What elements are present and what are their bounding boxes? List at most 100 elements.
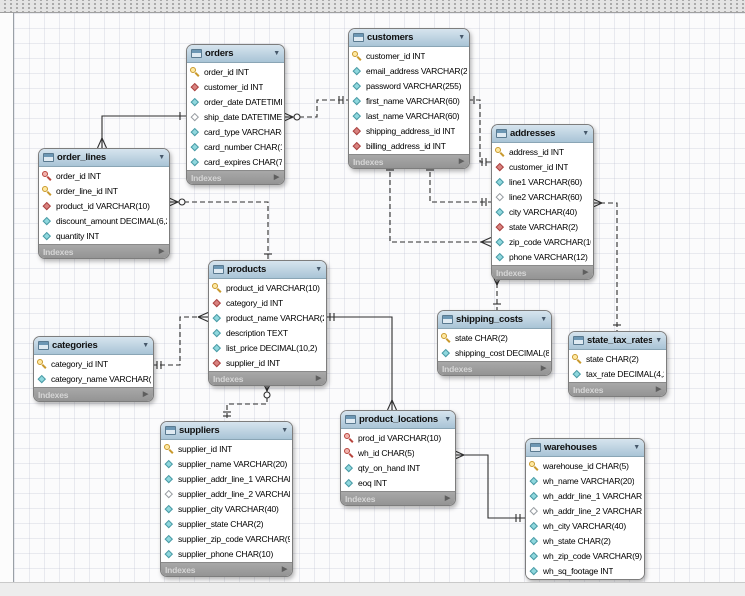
indexes-footer[interactable]: Indexes▶ xyxy=(492,265,593,279)
column-row[interactable]: password VARCHAR(255) xyxy=(349,78,469,93)
column-row[interactable]: ship_date DATETIME xyxy=(187,109,284,124)
indexes-expand-icon[interactable]: ▶ xyxy=(315,375,321,382)
table-shipping_costs[interactable]: shipping_costs▼state CHAR(2)shipping_cos… xyxy=(437,310,552,376)
table-warehouses[interactable]: warehouses▼warehouse_id CHAR(5)wh_name V… xyxy=(525,438,645,580)
indexes-expand-icon[interactable]: ▶ xyxy=(142,391,148,398)
collapse-arrow-icon[interactable]: ▼ xyxy=(158,154,165,161)
column-row[interactable]: wh_name VARCHAR(20) xyxy=(526,473,644,488)
column-row[interactable]: tax_rate DECIMAL(4,2) xyxy=(569,366,666,381)
column-row[interactable]: supplier_id INT xyxy=(209,355,326,370)
collapse-arrow-icon[interactable]: ▼ xyxy=(458,34,465,41)
column-row[interactable]: order_id INT xyxy=(39,168,169,183)
column-row[interactable]: line2 VARCHAR(60) xyxy=(492,189,593,204)
indexes-footer[interactable]: Indexes▶ xyxy=(187,170,284,184)
column-row[interactable]: warehouse_id CHAR(5) xyxy=(526,458,644,473)
column-row[interactable]: wh_state CHAR(2) xyxy=(526,533,644,548)
column-row[interactable]: discount_amount DECIMAL(6,2) xyxy=(39,213,169,228)
collapse-arrow-icon[interactable]: ▼ xyxy=(142,342,149,349)
table-header[interactable]: categories▼ xyxy=(34,337,153,355)
indexes-expand-icon[interactable]: ▶ xyxy=(273,174,279,181)
indexes-footer[interactable]: Indexes▶ xyxy=(209,371,326,385)
column-row[interactable]: zip_code VARCHAR(10) xyxy=(492,234,593,249)
collapse-arrow-icon[interactable]: ▼ xyxy=(273,50,280,57)
column-row[interactable]: customer_id INT xyxy=(492,159,593,174)
column-row[interactable]: customer_id INT xyxy=(349,48,469,63)
column-row[interactable]: billing_address_id INT xyxy=(349,138,469,153)
column-row[interactable]: supplier_state CHAR(2) xyxy=(161,516,292,531)
column-row[interactable]: supplier_zip_code VARCHAR(9) xyxy=(161,531,292,546)
column-row[interactable]: supplier_name VARCHAR(20) xyxy=(161,456,292,471)
column-row[interactable]: card_type VARCHAR(50) xyxy=(187,124,284,139)
indexes-expand-icon[interactable]: ▶ xyxy=(582,269,588,276)
column-row[interactable]: category_id INT xyxy=(34,356,153,371)
column-row[interactable]: state CHAR(2) xyxy=(438,330,551,345)
table-header[interactable]: suppliers▼ xyxy=(161,422,292,440)
collapse-arrow-icon[interactable]: ▼ xyxy=(444,416,451,423)
column-row[interactable]: wh_zip_code VARCHAR(9) xyxy=(526,548,644,563)
table-header[interactable]: state_tax_rates▼ xyxy=(569,332,666,350)
indexes-expand-icon[interactable]: ▶ xyxy=(444,495,450,502)
column-row[interactable]: state CHAR(2) xyxy=(569,351,666,366)
collapse-arrow-icon[interactable]: ▼ xyxy=(540,316,547,323)
column-row[interactable]: card_expires CHAR(7) xyxy=(187,154,284,169)
column-row[interactable]: category_id INT xyxy=(209,295,326,310)
indexes-footer[interactable]: Indexes▶ xyxy=(39,244,169,258)
indexes-footer[interactable]: Indexes▶ xyxy=(349,154,469,168)
column-row[interactable]: supplier_city VARCHAR(40) xyxy=(161,501,292,516)
indexes-footer[interactable]: Indexes▶ xyxy=(569,382,666,396)
table-header[interactable]: shipping_costs▼ xyxy=(438,311,551,329)
column-row[interactable]: eoq INT xyxy=(341,475,455,490)
column-row[interactable]: wh_addr_line_2 VARCHAR(60) xyxy=(526,503,644,518)
column-row[interactable]: wh_addr_line_1 VARCHAR(60) xyxy=(526,488,644,503)
column-row[interactable]: wh_id CHAR(5) xyxy=(341,445,455,460)
indexes-footer[interactable]: Indexes▶ xyxy=(161,562,292,576)
collapse-arrow-icon[interactable]: ▼ xyxy=(315,266,322,273)
table-header[interactable]: order_lines▼ xyxy=(39,149,169,167)
column-row[interactable]: prod_id VARCHAR(10) xyxy=(341,430,455,445)
column-row[interactable]: line1 VARCHAR(60) xyxy=(492,174,593,189)
table-header[interactable]: warehouses▼ xyxy=(526,439,644,457)
column-row[interactable]: description TEXT xyxy=(209,325,326,340)
column-row[interactable]: qty_on_hand INT xyxy=(341,460,455,475)
indexes-expand-icon[interactable]: ▶ xyxy=(281,566,287,573)
collapse-arrow-icon[interactable]: ▼ xyxy=(655,337,662,344)
table-header[interactable]: addresses▼ xyxy=(492,125,593,143)
column-row[interactable]: shipping_cost DECIMAL(8,2) xyxy=(438,345,551,360)
column-row[interactable]: address_id INT xyxy=(492,144,593,159)
column-row[interactable]: card_number CHAR(16) xyxy=(187,139,284,154)
column-row[interactable]: order_date DATETIME xyxy=(187,94,284,109)
indexes-expand-icon[interactable]: ▶ xyxy=(540,365,546,372)
column-row[interactable]: supplier_addr_line_2 VARCHAR(60) xyxy=(161,486,292,501)
column-row[interactable]: last_name VARCHAR(60) xyxy=(349,108,469,123)
column-row[interactable]: supplier_id INT xyxy=(161,441,292,456)
table-header[interactable]: products▼ xyxy=(209,261,326,279)
column-row[interactable]: city VARCHAR(40) xyxy=(492,204,593,219)
column-row[interactable]: wh_sq_footage INT xyxy=(526,563,644,578)
indexes-expand-icon[interactable]: ▶ xyxy=(158,248,164,255)
column-row[interactable]: phone VARCHAR(12) xyxy=(492,249,593,264)
column-row[interactable]: supplier_addr_line_1 VARCHAR(60) xyxy=(161,471,292,486)
indexes-expand-icon[interactable]: ▶ xyxy=(655,386,661,393)
column-row[interactable]: product_id VARCHAR(10) xyxy=(209,280,326,295)
column-row[interactable]: quantity INT xyxy=(39,228,169,243)
column-row[interactable]: customer_id INT xyxy=(187,79,284,94)
collapse-arrow-icon[interactable]: ▼ xyxy=(281,427,288,434)
table-product_locations[interactable]: product_locations▼prod_id VARCHAR(10)wh_… xyxy=(340,410,456,506)
column-row[interactable]: shipping_address_id INT xyxy=(349,123,469,138)
column-row[interactable]: product_id VARCHAR(10) xyxy=(39,198,169,213)
column-row[interactable]: wh_city VARCHAR(40) xyxy=(526,518,644,533)
column-row[interactable]: email_address VARCHAR(255) xyxy=(349,63,469,78)
indexes-footer[interactable]: Indexes▶ xyxy=(34,387,153,401)
column-row[interactable]: order_line_id INT xyxy=(39,183,169,198)
indexes-footer[interactable]: Indexes▶ xyxy=(341,491,455,505)
column-row[interactable]: list_price DECIMAL(10,2) xyxy=(209,340,326,355)
column-row[interactable]: category_name VARCHAR(255) xyxy=(34,371,153,386)
column-row[interactable]: state VARCHAR(2) xyxy=(492,219,593,234)
table-products[interactable]: products▼product_id VARCHAR(10)category_… xyxy=(208,260,327,386)
